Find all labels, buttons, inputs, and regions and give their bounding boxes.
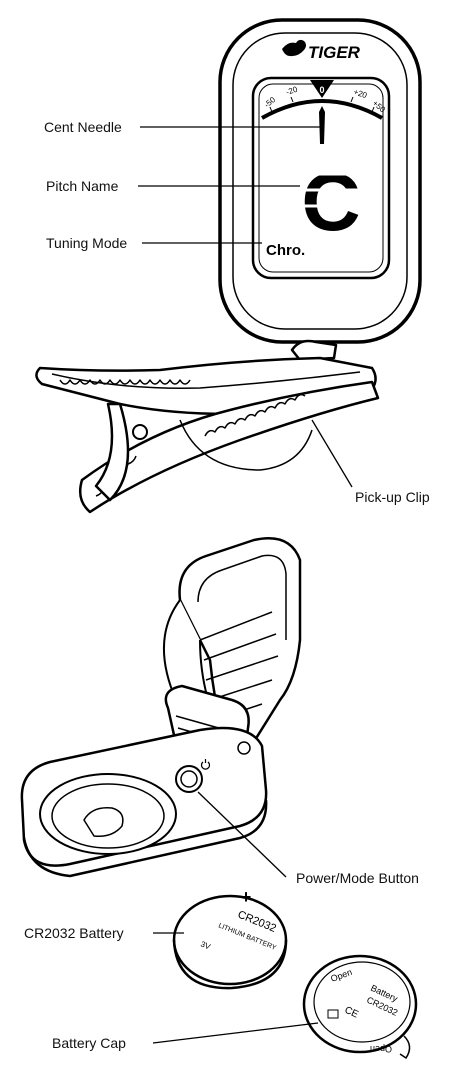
label-pitch-name: Pitch Name [46, 178, 119, 194]
open-clip-body [22, 538, 300, 876]
scale-label: 0 [319, 85, 324, 95]
cap-open-bottom: Open [370, 1044, 392, 1054]
tuning-mode-display: Chro. [266, 242, 305, 259]
label-battery-cap: Battery Cap [52, 1035, 126, 1051]
label-battery: CR2032 Battery [24, 925, 124, 941]
polarity-mark: + [241, 887, 252, 907]
label-power-button: Power/Mode Button [296, 870, 419, 886]
battery-cap: Open Battery CR2032 CE Open [304, 956, 416, 1058]
label-tuning-mode: Tuning Mode [46, 235, 127, 251]
brand-name: TIGER [308, 43, 361, 62]
cent-needle [319, 106, 325, 144]
pitch-name-display: C [301, 157, 360, 248]
label-cent-needle: Cent Needle [44, 119, 122, 135]
cr2032-battery: + CR2032 LITHIUM BATTERY 3V [174, 887, 286, 988]
label-pickup-clip: Pick-up Clip [355, 489, 430, 505]
pickup-clip [36, 341, 378, 512]
